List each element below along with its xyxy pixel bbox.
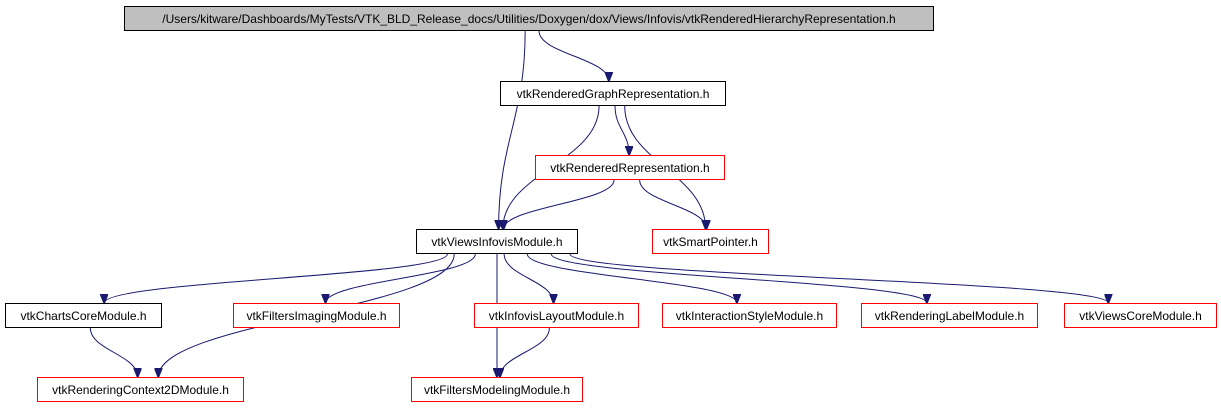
edge-views_infovis-to-views_core — [569, 253, 1108, 303]
node-vtk-rendered-representation[interactable]: vtkRenderedRepresentation.h — [535, 155, 725, 180]
node-vtk-rendered-graph-representation[interactable]: vtkRenderedGraphRepresentation.h — [500, 81, 726, 106]
node-vtk-rendering-label-module[interactable]: vtkRenderingLabelModule.h — [861, 303, 1038, 328]
edge-views_infovis-to-rendering_label — [550, 253, 927, 303]
node-root-file: /Users/kitware/Dashboards/MyTests/VTK_BL… — [124, 6, 934, 31]
node-vtk-charts-core-module[interactable]: vtkChartsCoreModule.h — [5, 303, 162, 328]
node-vtk-filters-imaging-module[interactable]: vtkFiltersImagingModule.h — [233, 303, 400, 328]
edge-layer — [89, 30, 1108, 377]
node-vtk-views-core-module[interactable]: vtkViewsCoreModule.h — [1064, 303, 1217, 328]
edge-views_infovis-to-interaction_style — [526, 253, 737, 303]
edge-rendered_rep-to-smart_pointer — [639, 179, 707, 229]
edge-root-to-graph_rep — [538, 30, 609, 81]
node-vtk-infovis-layout-module[interactable]: vtkInfovisLayoutModule.h — [474, 303, 639, 328]
edge-root-to-views_infovis — [499, 30, 526, 229]
edge-views_infovis-to-charts_core — [104, 253, 448, 303]
edge-charts_core-to-rendering_context2d — [89, 327, 137, 377]
edge-graph_rep-to-rendered_rep — [614, 105, 629, 155]
edge-views_infovis-to-filters_imaging — [326, 253, 476, 303]
node-vtk-interaction-style-module[interactable]: vtkInteractionStyleModule.h — [662, 303, 837, 328]
node-vtk-rendering-context2d-module[interactable]: vtkRenderingContext2DModule.h — [37, 377, 244, 402]
edge-rendered_rep-to-views_infovis — [504, 179, 615, 229]
node-vtk-smart-pointer[interactable]: vtkSmartPointer.h — [652, 229, 769, 254]
edge-views_infovis-to-infovis_layout — [503, 253, 553, 303]
node-vtk-filters-modeling-module[interactable]: vtkFiltersModelingModule.h — [411, 377, 583, 402]
node-vtk-views-infovis-module[interactable]: vtkViewsInfovisModule.h — [416, 229, 578, 254]
edge-infovis_layout-to-filters_modeling — [500, 327, 550, 377]
